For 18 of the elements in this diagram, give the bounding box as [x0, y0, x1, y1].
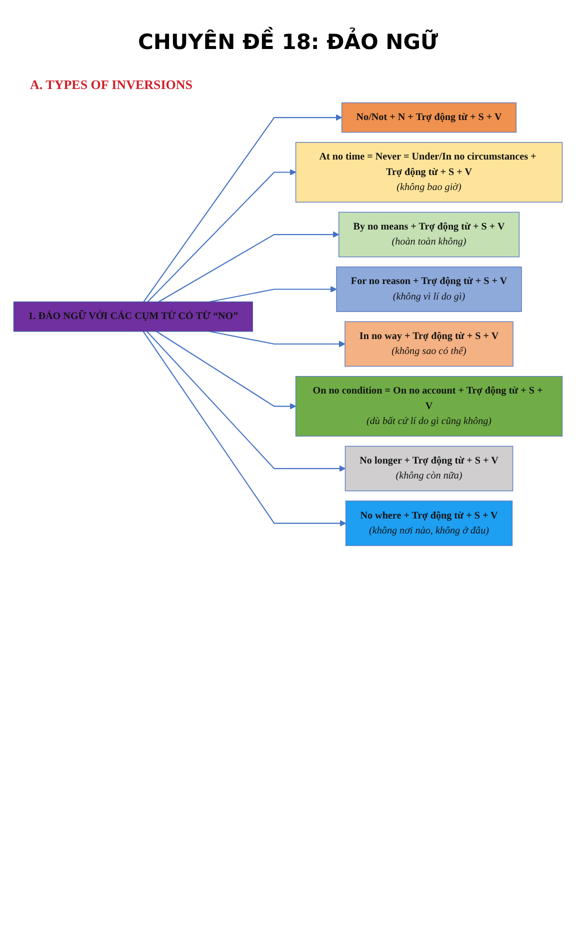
node-box: In no way + Trợ động từ + S + V (không sao có thể)	[344, 322, 514, 368]
arrow	[147, 169, 296, 303]
node-box: No/Not + N + Trợ động từ + S + V	[342, 102, 517, 134]
arrow	[209, 286, 337, 303]
section-heading: A. TYPES OF INVERSIONS	[30, 77, 194, 94]
node-box: No where + Trợ động từ + S + V (không nơi nào, không ở đâu)	[345, 501, 513, 546]
arrow	[143, 114, 342, 303]
diagram-title: CHUYÊN ĐỀ 18: ĐẢO NGỮ	[60, 28, 516, 58]
arrow	[156, 331, 296, 410]
node-box: On no condition = On no account + Trợ động từ + S + V (dù bất cứ lí do gì cũng không)	[295, 376, 563, 437]
arrow	[158, 232, 340, 303]
node-box: For no reason + Trợ động từ + S + V (không vì lí do gì)	[336, 266, 522, 312]
arrow	[142, 331, 346, 527]
node-box: By no means + Trợ động từ + S + V (hoàn toàn không)	[338, 212, 520, 258]
node-box: No longer + Trợ động từ + S + V (không còn nữa)	[344, 446, 514, 492]
node-box: 1. ĐẢO NGỮ VỚI CÁC CỤM TỪ CÓ TỪ “NO”	[13, 302, 253, 332]
node-box: At no time = Never = Under/In no circumstances + Trợ động từ + S + V (không bao giờ)	[295, 142, 563, 203]
arrow	[146, 331, 346, 472]
